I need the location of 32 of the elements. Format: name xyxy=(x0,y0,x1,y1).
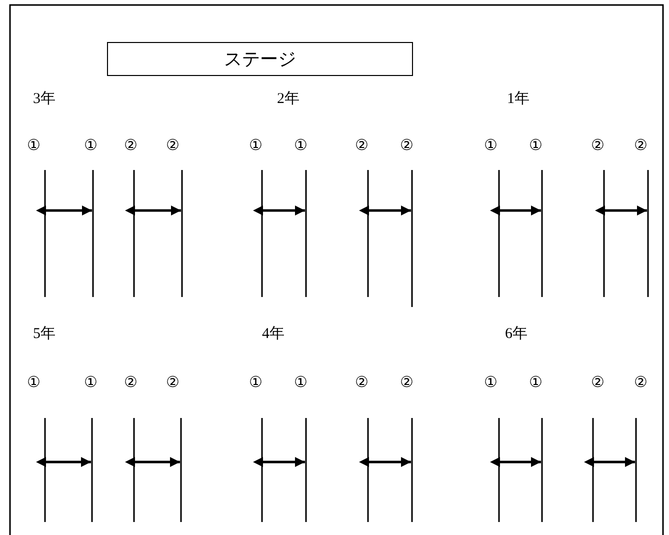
position-number: ② xyxy=(400,139,413,154)
position-number: ① xyxy=(294,376,307,391)
grade-label: 1年 xyxy=(507,92,530,107)
position-number: ② xyxy=(124,139,137,154)
position-number: ② xyxy=(355,139,368,154)
position-number: ① xyxy=(484,139,497,154)
position-number: ① xyxy=(84,139,97,154)
position-number: ① xyxy=(249,376,262,391)
stage-label: ステージ xyxy=(224,48,296,71)
position-number: ① xyxy=(27,376,40,391)
position-number: ② xyxy=(591,139,604,154)
position-number: ① xyxy=(294,139,307,154)
position-number: ① xyxy=(484,376,497,391)
position-number: ① xyxy=(529,139,542,154)
position-number: ② xyxy=(355,376,368,391)
position-number: ② xyxy=(591,376,604,391)
position-number: ② xyxy=(634,376,647,391)
position-number: ① xyxy=(529,376,542,391)
grade-label: 5年 xyxy=(33,327,56,342)
grade-label: 2年 xyxy=(277,92,300,107)
position-number: ② xyxy=(634,139,647,154)
position-number: ② xyxy=(400,376,413,391)
position-number: ① xyxy=(249,139,262,154)
grade-label: 6年 xyxy=(505,327,528,342)
stage-box xyxy=(107,42,413,76)
position-number: ② xyxy=(166,376,179,391)
position-number: ② xyxy=(166,139,179,154)
position-number: ② xyxy=(124,376,137,391)
grade-label: 3年 xyxy=(33,92,56,107)
position-number: ① xyxy=(27,139,40,154)
position-number: ① xyxy=(84,376,97,391)
grade-label: 4年 xyxy=(262,327,284,342)
